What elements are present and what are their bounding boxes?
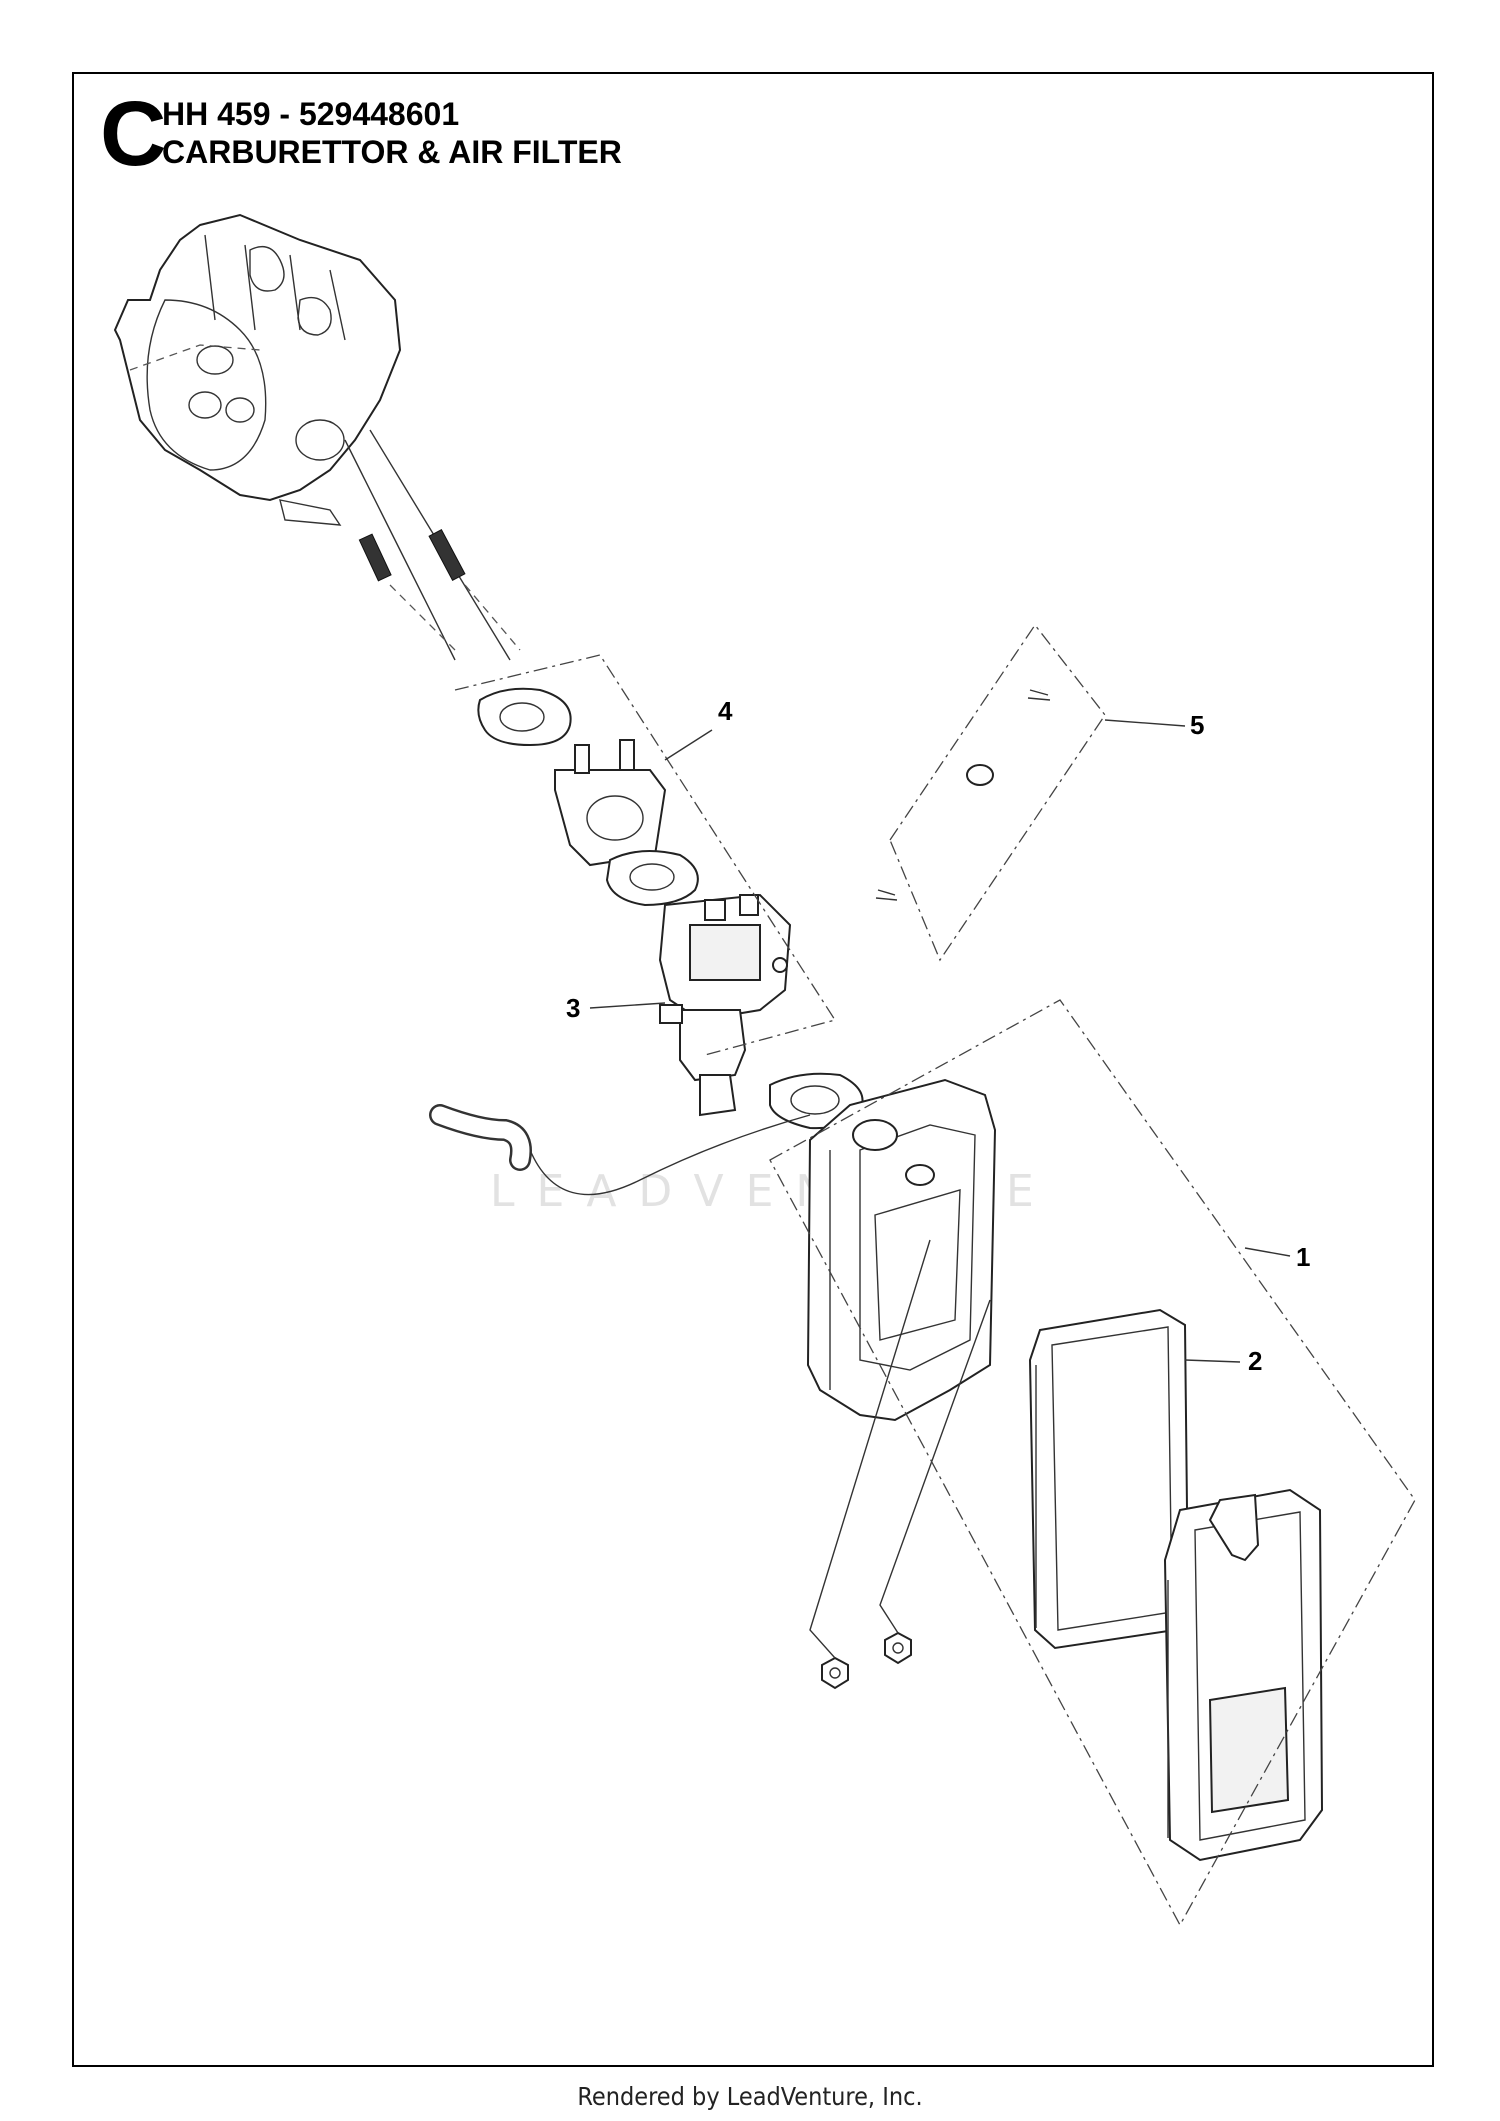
air-filter-cover <box>1163 1488 1324 1862</box>
diagram-frame <box>72 72 1434 2067</box>
section-title: CARBURETTOR & AIR FILTER <box>162 134 622 170</box>
section-letter: C <box>100 83 167 185</box>
air-filter-element <box>1028 1308 1190 1650</box>
callout-4: 4 <box>718 696 733 726</box>
callout-1: 1 <box>1296 1242 1311 1272</box>
flange-nuts <box>809 1239 991 1690</box>
callout-3: 3 <box>566 993 581 1023</box>
footer-credit: Rendered by LeadVenture, Inc. <box>577 2082 923 2111</box>
group-outline-5 <box>889 623 1106 962</box>
fuel-hose <box>875 689 1051 901</box>
breather-hose <box>429 1104 811 1196</box>
engine-block <box>113 213 402 526</box>
model-title: HH 459 - 529448601 <box>162 96 460 132</box>
air-filter-base <box>806 1078 997 1422</box>
callout-5: 5 <box>1190 710 1205 740</box>
stud-bolts <box>344 429 521 661</box>
leader-lines <box>589 719 1291 1363</box>
intake-gasket-lower <box>605 850 699 907</box>
intake-gasket-upper <box>477 687 572 747</box>
carburettor <box>658 893 792 1117</box>
group-outline-1 <box>769 999 1416 1927</box>
group-outline-4 <box>454 654 837 1056</box>
callout-2: 2 <box>1248 1346 1263 1376</box>
carburettor-spacer <box>554 739 667 867</box>
